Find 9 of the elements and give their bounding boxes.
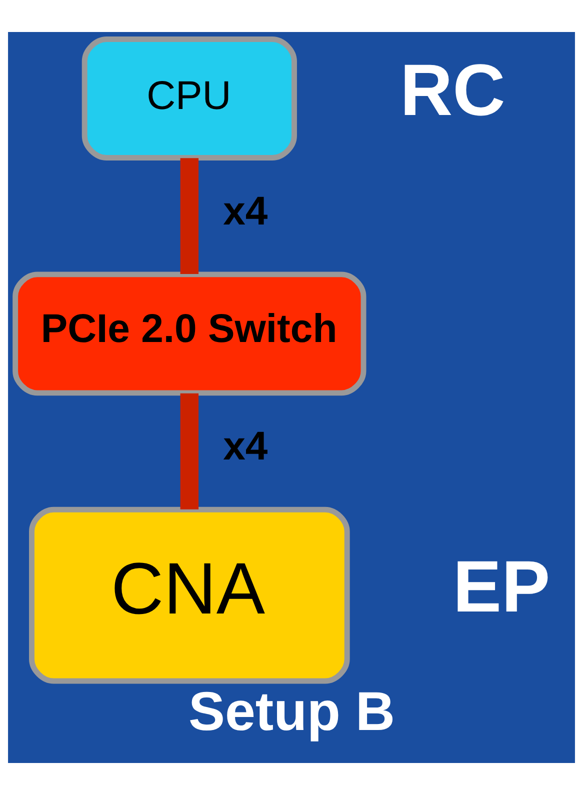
edge-label: x4 bbox=[223, 190, 268, 234]
node-label: RC bbox=[400, 50, 506, 131]
node-box: PCIe 2.0 Switch bbox=[12, 272, 366, 396]
node-label: EP bbox=[452, 546, 550, 628]
node-box: CPU bbox=[82, 36, 297, 161]
node-box: CNA bbox=[29, 506, 350, 684]
connector bbox=[180, 158, 199, 274]
edge-label: x4 bbox=[223, 424, 268, 469]
connector bbox=[180, 393, 199, 510]
